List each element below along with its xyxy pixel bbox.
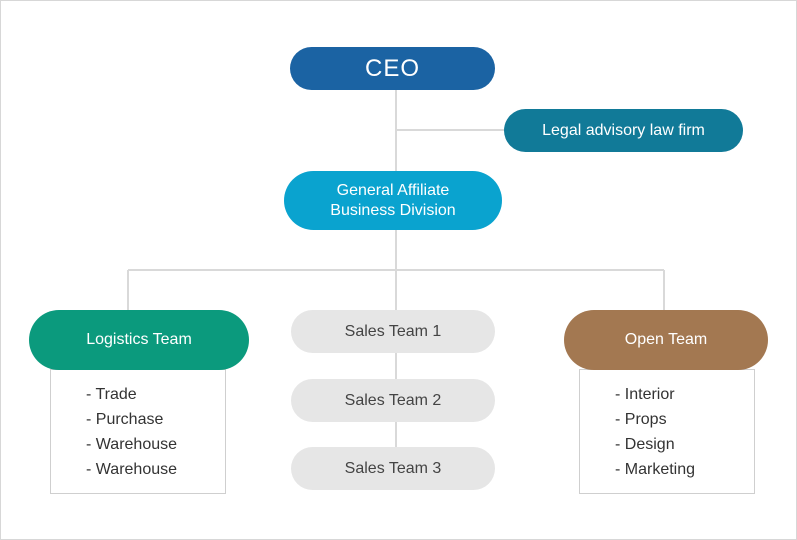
logistics-duties-box: Trade Purchase Warehouse Warehouse	[50, 369, 226, 494]
ceo-label: CEO	[364, 54, 420, 82]
sales-team-1-node: Sales Team 1	[291, 310, 495, 353]
logistics-duty-item: Warehouse	[86, 457, 225, 482]
logistics-team-node: Logistics Team	[29, 310, 249, 370]
ceo-node: CEO	[290, 47, 495, 90]
logistics-duty-item: Purchase	[86, 407, 225, 432]
sales-team-3-label: Sales Team 3	[344, 459, 442, 477]
open-duty-item: Props	[615, 407, 754, 432]
open-duty-item: Interior	[615, 382, 754, 407]
legal-advisory-node: Legal advisory law firm	[504, 109, 743, 152]
open-duties-box: Interior Props Design Marketing	[579, 369, 755, 494]
sales-team-2-label: Sales Team 2	[344, 391, 442, 409]
division-label-line1: General Affiliate	[336, 181, 450, 199]
logistics-duty-item: Trade	[86, 382, 225, 407]
open-team-label: Open Team	[624, 331, 708, 348]
sales-team-2-node: Sales Team 2	[291, 379, 495, 422]
division-label-line2: Business Division	[330, 201, 456, 219]
sales-team-1-label: Sales Team 1	[344, 322, 442, 340]
legal-advisory-label: Legal advisory law firm	[542, 121, 705, 139]
open-team-node: Open Team	[564, 310, 768, 370]
sales-team-3-node: Sales Team 3	[291, 447, 495, 490]
logistics-duty-item: Warehouse	[86, 432, 225, 457]
logistics-team-label: Logistics Team	[86, 331, 192, 348]
open-duty-item: Marketing	[615, 457, 754, 482]
open-duty-item: Design	[615, 432, 754, 457]
business-division-node: General Affiliate Business Division	[284, 171, 502, 230]
